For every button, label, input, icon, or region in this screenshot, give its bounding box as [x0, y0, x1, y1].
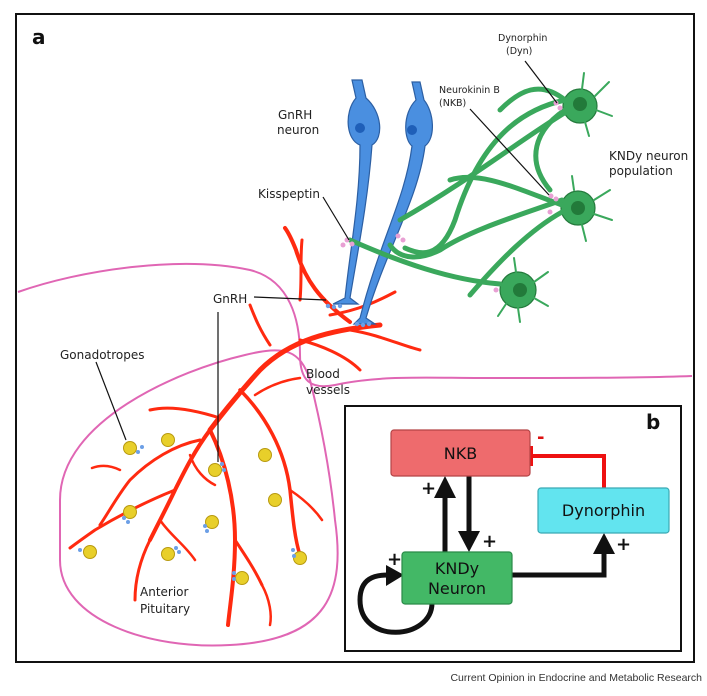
leader-lines: [95, 60, 558, 462]
kndy-box-label-2: Neuron: [428, 579, 486, 598]
panel-a-letter: a: [32, 25, 46, 49]
plus-sign-kndy-to-nkb: +: [421, 478, 436, 499]
feedback-arrows: [357, 476, 607, 635]
panel-b-letter: b: [646, 410, 660, 434]
dynorphin-box: [537, 487, 670, 534]
nkb-label-2: (NKB): [439, 98, 466, 109]
dynorphin-label-2: (Dyn): [506, 46, 532, 57]
gnrh-neuron-label-2: neuron: [277, 123, 319, 137]
gnrh-neuron-label-1: GnRH: [278, 108, 312, 122]
inhibition-line: [531, 454, 606, 488]
kndy-axons: [347, 86, 569, 298]
kndy-neuron-box: [401, 551, 513, 605]
nkb-box: [390, 429, 531, 477]
kndy-population-label-2: population: [609, 164, 673, 178]
minus-sign-dyn-to-nkb: -: [537, 427, 544, 448]
nkb-box-label: NKB: [444, 444, 477, 463]
gnrh-label: GnRH: [213, 292, 247, 306]
nkb-label-1: Neurokinin B: [439, 85, 500, 96]
kndy-population-label-1: KNDy neuron: [609, 149, 688, 163]
gonadotropes-label: Gonadotropes: [60, 348, 145, 362]
kndy-box-label-1: KNDy: [435, 559, 479, 578]
pituitary-outline: [59, 349, 339, 647]
blood-vessels-label-1: Blood: [306, 367, 340, 381]
dynorphin-label-1: Dynorphin: [498, 33, 547, 44]
dynorphin-box-label: Dynorphin: [562, 501, 645, 520]
blood-vessels: [68, 226, 422, 627]
blood-vessels-label-2: vessels: [306, 383, 350, 397]
plus-sign-self: +: [387, 549, 402, 570]
plus-sign-kndy-to-dyn: +: [616, 534, 631, 555]
kisspeptin-label: Kisspeptin: [258, 187, 320, 201]
gnrh-neurons: [332, 79, 433, 325]
anterior-pituitary-label-1: Anterior: [140, 585, 189, 599]
anterior-pituitary-label-2: Pituitary: [140, 602, 190, 616]
gonadotrope-cells: [83, 433, 307, 585]
plus-sign-nkb-to-kndy: +: [482, 531, 497, 552]
journal-credit: Current Opinion in Endocrine and Metabol…: [450, 672, 702, 684]
